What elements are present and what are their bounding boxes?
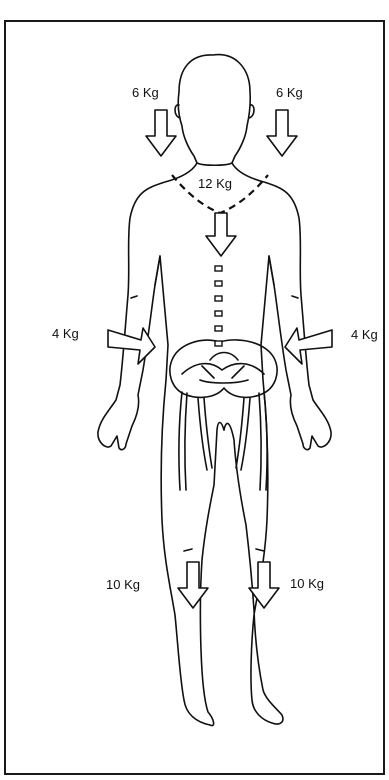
arrow-head-right: [267, 110, 297, 156]
pelvis-inner-ring: [182, 364, 264, 374]
right-knee-mark: [256, 549, 264, 551]
arrow-head-left: [146, 110, 176, 156]
left-arm-inner-line: [155, 256, 160, 285]
label-trunk: 12 Kg: [198, 176, 232, 191]
label-arm-left: 4 Kg: [52, 326, 79, 341]
label-leg-right: 10 Kg: [290, 576, 324, 591]
head-outline: [178, 55, 250, 166]
right-elbow-mark: [292, 296, 298, 298]
left-knee-mark: [184, 549, 192, 551]
arrow-leg-left: [178, 562, 208, 608]
strap-outer-right: [264, 392, 267, 490]
label-head-right: 6 Kg: [276, 85, 303, 100]
strap-outer-right-2: [259, 393, 261, 490]
strap-outer-left-2: [185, 393, 187, 490]
label-leg-left: 10 Kg: [106, 577, 140, 592]
label-arm-right: 4 Kg: [351, 327, 378, 342]
arrow-arm-right: [285, 328, 332, 364]
pelvis-struts: [202, 366, 244, 378]
left-elbow-mark: [131, 296, 137, 298]
pelvis-lower-ring: [200, 380, 248, 383]
label-head-left: 6 Kg: [132, 85, 159, 100]
strap-outer-left: [179, 392, 182, 490]
spine-markers: [215, 266, 222, 346]
body-outline-left: [98, 163, 224, 726]
pelvis-top-arc: [210, 353, 238, 361]
arrow-trunk: [206, 213, 236, 256]
right-arm-inner-line: [269, 256, 274, 285]
